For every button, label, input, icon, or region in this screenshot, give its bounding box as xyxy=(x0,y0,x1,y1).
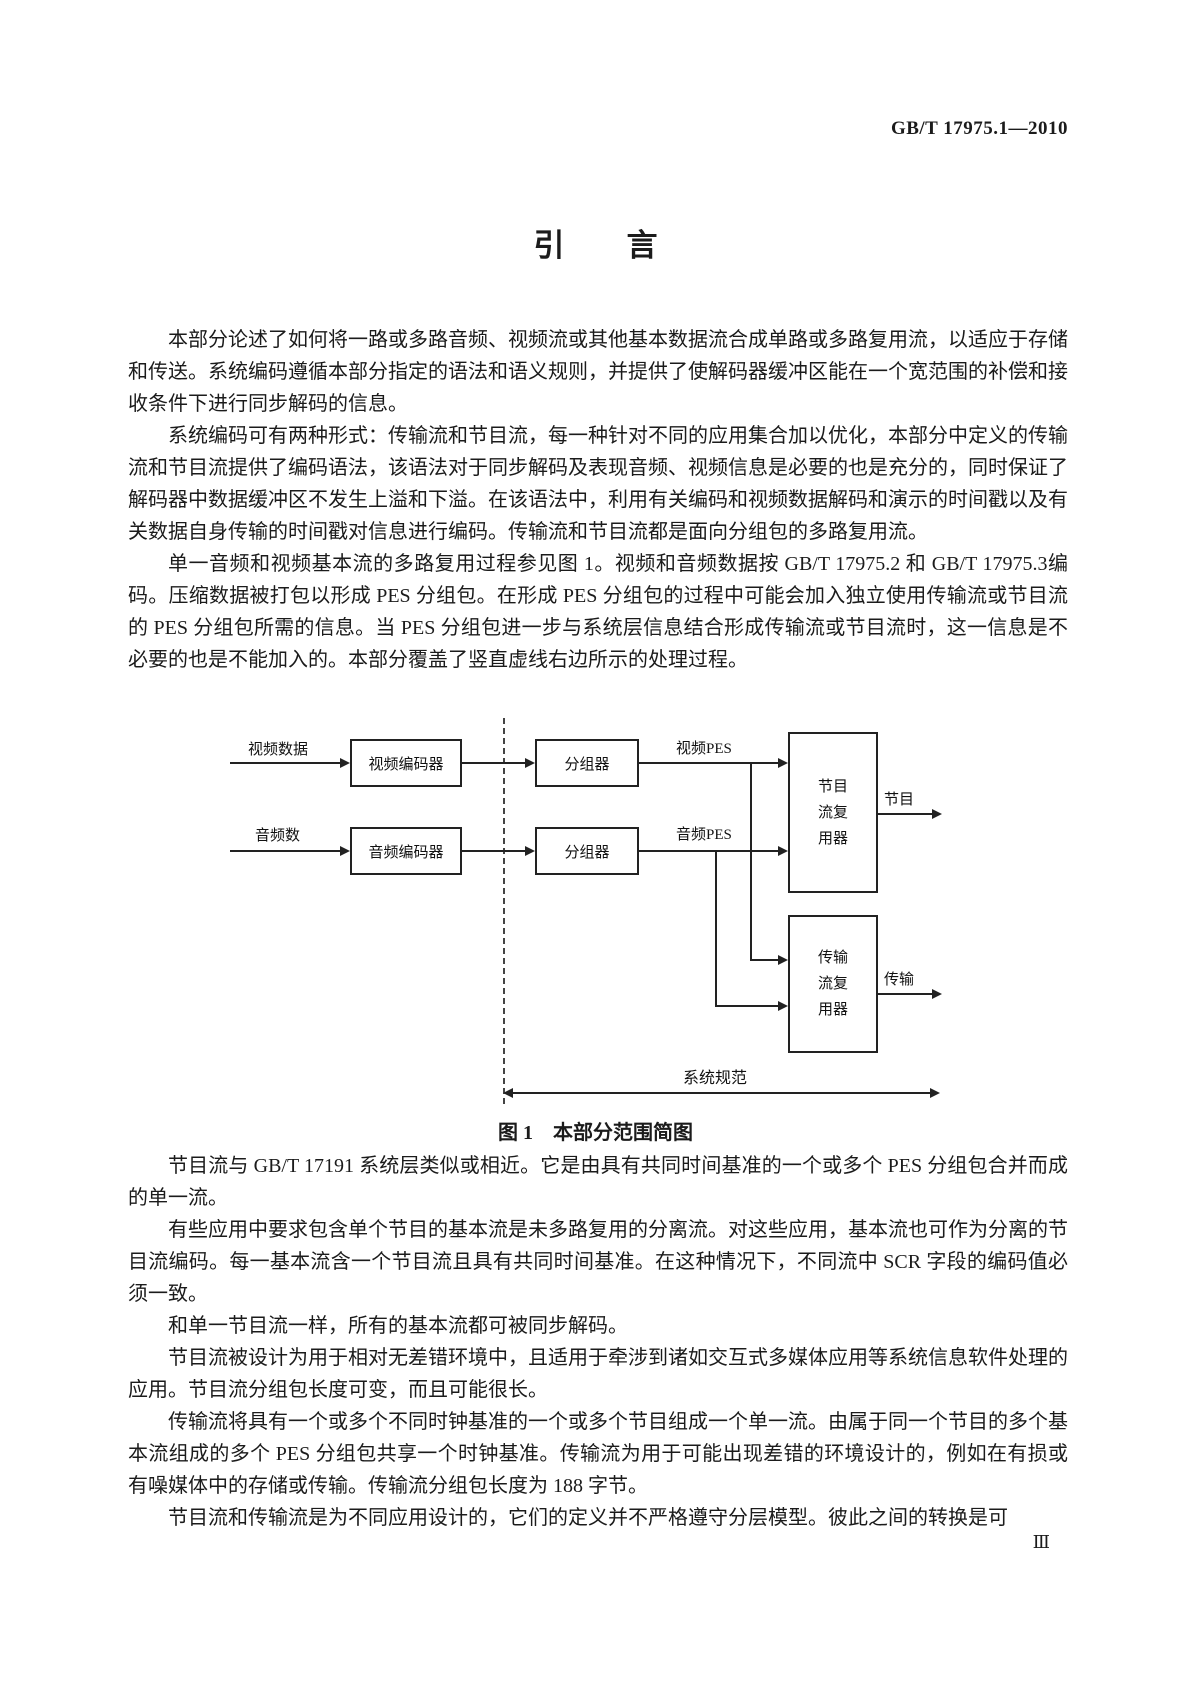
paragraph: 节目流被设计为用于相对无差错环境中，且适用于牵涉到诸如交互式多媒体应用等系统信息… xyxy=(128,1347,1068,1401)
paragraph: 节目流与 GB/T 17191 系统层类似或相近。它是由具有共同时间基准的一个或… xyxy=(128,1155,1068,1209)
video-encoder-to-packetizer-line xyxy=(462,762,526,764)
audio-packetizer-box: 分组器 xyxy=(535,827,639,875)
audio-encoder-box: 音频编码器 xyxy=(350,827,462,875)
video-input-arrowhead xyxy=(340,758,350,768)
audio-pes-branch-hline xyxy=(715,1005,779,1007)
audio-input-arrowhead xyxy=(340,846,350,856)
system-spec-right-arrowhead xyxy=(930,1088,940,1098)
body-text-after-figure: 节目流与 GB/T 17191 系统层类似或相近。它是由具有共同时间基准的一个或… xyxy=(128,1150,1068,1534)
video-pes-branch-vline xyxy=(750,762,752,961)
audio-pes-arrowhead xyxy=(778,846,788,856)
paragraph: 本部分论述了如何将一路或多路音频、视频流或其他基本数据流合成单路或多路复用流，以… xyxy=(128,329,1068,415)
transport-output-label: 传输 xyxy=(884,972,915,988)
paragraph: 系统编码可有两种形式：传输流和节目流，每一种针对不同的应用集合加以优化，本部分中… xyxy=(128,425,1068,543)
video-packetizer-arrowhead xyxy=(525,758,535,768)
program-output-arrowhead xyxy=(932,809,942,819)
system-spec-left-arrowhead xyxy=(503,1088,513,1098)
transport-output-arrowhead xyxy=(932,989,942,999)
video-pes-branch-hline xyxy=(750,959,779,961)
video-pes-label: 视频PES xyxy=(676,741,732,757)
paragraph: 传输流将具有一个或多个不同时钟基准的一个或多个节目组成一个单一流。由属于同一个节… xyxy=(128,1411,1068,1497)
video-pes-arrowhead xyxy=(778,758,788,768)
body-text-before-figure: 本部分论述了如何将一路或多路音频、视频流或其他基本数据流合成单路或多路复用流，以… xyxy=(128,324,1068,676)
transport-output-line xyxy=(878,993,933,995)
program-stream-mux-box: 节目 流复 用器 xyxy=(788,732,878,893)
video-pes-line xyxy=(639,762,779,764)
program-output-label: 节目 xyxy=(884,792,915,808)
video-data-label: 视频数据 xyxy=(248,742,309,758)
audio-pes-line xyxy=(639,850,779,852)
system-spec-label: 系统规范 xyxy=(683,1070,748,1087)
transport-stream-mux-box: 传输 流复 用器 xyxy=(788,915,878,1053)
paragraph: 和单一节目流一样，所有的基本流都可被同步解码。 xyxy=(168,1315,628,1337)
audio-packetizer-arrowhead xyxy=(525,846,535,856)
page-number: Ⅲ xyxy=(1032,1532,1050,1552)
video-packetizer-box: 分组器 xyxy=(535,739,639,787)
video-input-line xyxy=(230,762,341,764)
audio-encoder-to-packetizer-line xyxy=(462,850,526,852)
audio-input-line xyxy=(230,850,341,852)
audio-pes-branch-vline xyxy=(715,850,717,1007)
system-spec-span-line xyxy=(512,1092,932,1094)
figure-caption: 图 1 本部分范围简图 xyxy=(498,1122,693,1144)
video-pes-branch-arrowhead xyxy=(778,955,788,965)
scope-dashed-line xyxy=(503,718,505,1104)
paragraph: 节目流和传输流是为不同应用设计的，它们的定义并不严格遵守分层模型。彼此之间的转换… xyxy=(168,1507,1008,1529)
audio-pes-branch-arrowhead xyxy=(778,1001,788,1011)
audio-pes-label: 音频PES xyxy=(676,827,732,843)
page-title: 引 言 xyxy=(533,228,658,263)
standard-number-header: GB/T 17975.1—2010 xyxy=(890,118,1068,139)
video-encoder-box: 视频编码器 xyxy=(350,739,462,787)
paragraph: 有些应用中要求包含单个节目的基本流是未多路复用的分离流。对这些应用，基本流也可作… xyxy=(128,1219,1068,1305)
audio-data-label: 音频数 xyxy=(255,828,301,844)
program-output-line xyxy=(878,813,933,815)
paragraph: 单一音频和视频基本流的多路复用过程参见图 1。视频和音频数据按 GB/T 179… xyxy=(128,553,1068,671)
